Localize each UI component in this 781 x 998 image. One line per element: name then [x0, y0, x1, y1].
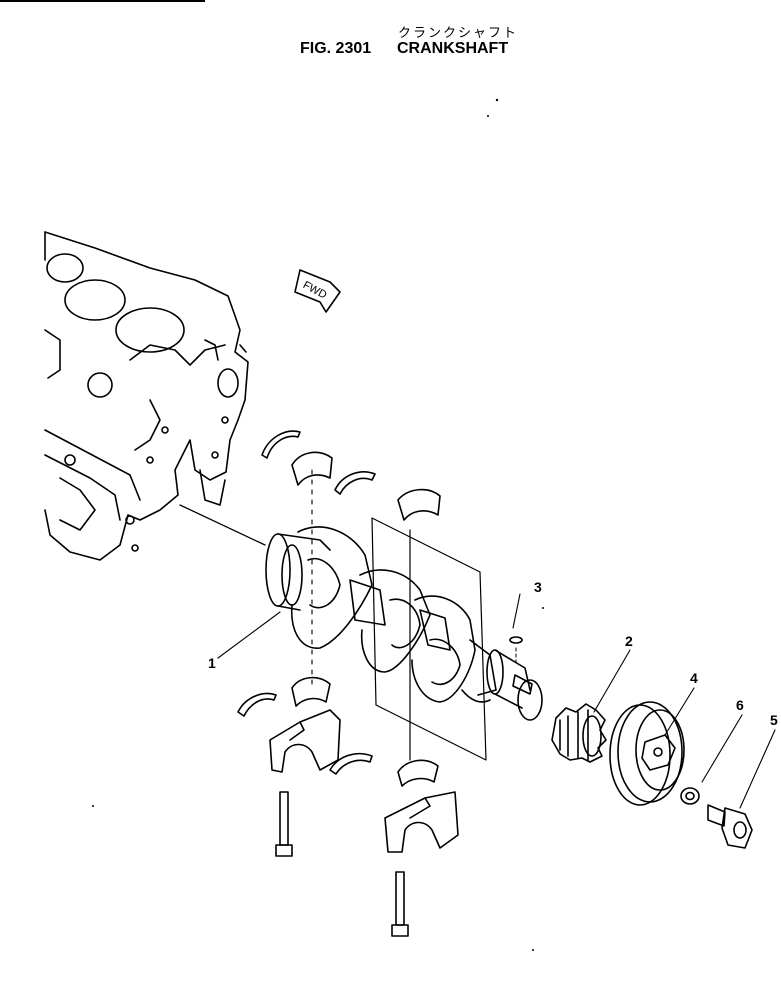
engine-block: [44, 231, 249, 561]
callout-6: 6: [736, 697, 744, 713]
o-ring-part-3: [509, 636, 523, 644]
callout-1: 1: [208, 655, 216, 671]
top-rule: [0, 0, 205, 2]
crank-gear-part-2: [551, 703, 607, 763]
figure-title: CRANKSHAFT: [397, 40, 509, 57]
cap-bolts: [275, 791, 409, 937]
lower-bearings-and-caps: [237, 676, 459, 853]
callout-3: 3: [534, 579, 542, 595]
forward-label: FWD: [301, 279, 329, 301]
callout-2: 2: [625, 633, 633, 649]
crankshaft: [265, 526, 543, 721]
upper-bearings: [261, 430, 441, 521]
crank-centerline: [179, 504, 266, 546]
callout-4: 4: [690, 670, 698, 686]
forward-arrow-icon: FWD: [294, 269, 341, 313]
washer-part-6: [680, 787, 700, 805]
callout-leaders: [217, 593, 776, 809]
callout-5: 5: [770, 712, 778, 728]
crank-pulley-part-4: [609, 701, 685, 806]
scan-specks: [92, 98, 544, 951]
title-japanese: クランクシャフト: [398, 26, 519, 41]
journal-group-frame: [371, 517, 487, 761]
pulley-bolt-part-5: [707, 804, 753, 849]
figure-number: FIG. 2301: [300, 40, 372, 57]
